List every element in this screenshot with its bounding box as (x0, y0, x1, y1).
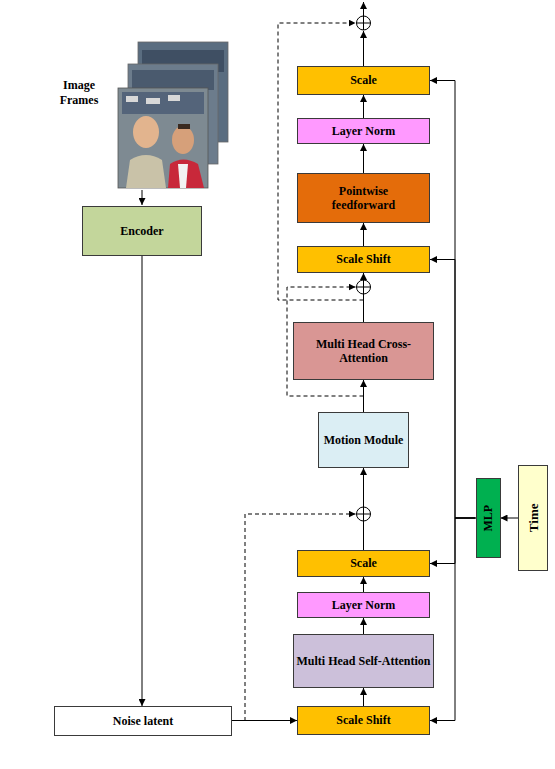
flow-connector (430, 81, 476, 519)
node-text: Scale (350, 73, 377, 87)
flow-connector (363, 688, 364, 706)
node-text: Scale (350, 556, 377, 570)
flow-connector (363, 273, 364, 322)
time-box: Time (518, 465, 548, 571)
scale-box: Scale (297, 66, 430, 95)
encoder-box: Encoder (82, 206, 202, 256)
flow-connector (142, 256, 143, 706)
flow-connector (430, 518, 476, 721)
flow-connector (363, 95, 364, 118)
image-frames-illustration (118, 42, 228, 188)
flow-connector (430, 260, 476, 519)
node-text: Multi Head Self-Attention (297, 654, 431, 668)
add-symbol (357, 507, 371, 521)
norm-box: Layer Norm (297, 118, 430, 144)
node-text: Motion Module (324, 433, 404, 447)
output-arrow (363, 2, 364, 16)
node-text: Noise latent (113, 714, 173, 728)
flow-arrow (363, 31, 364, 66)
mlp-box: MLP (476, 478, 501, 558)
node-text: Time (525, 504, 541, 533)
caption-label: Image Frames (50, 78, 108, 108)
scale-box: Scale (297, 550, 430, 577)
flow-connector (232, 720, 297, 721)
norm-box: Layer Norm (297, 592, 430, 618)
node-text: Multi Head Cross-Attention (294, 337, 433, 366)
image-arrow (142, 190, 143, 205)
flow-connector (363, 618, 364, 634)
node-text: Scale Shift (336, 252, 390, 266)
feedforward-box: Pointwise feedforward (297, 173, 430, 223)
add-symbol (357, 16, 371, 30)
attention-box: Multi Head Cross-Attention (293, 322, 434, 380)
scale-shift-box: Scale Shift (297, 706, 430, 735)
node-text: Layer Norm (332, 124, 395, 138)
add-symbol (357, 280, 371, 294)
flow-connector (363, 468, 364, 550)
scale-shift-box: Scale Shift (297, 246, 430, 273)
flow-connector (363, 223, 364, 246)
flow-connector (363, 144, 364, 173)
node-text: MLP (481, 505, 495, 532)
flow-connector (501, 518, 519, 519)
attention-box: Multi Head Self-Attention (293, 634, 434, 688)
node-text: Pointwise feedforward (322, 184, 406, 213)
flow-connector (363, 577, 364, 592)
node-text: Encoder (120, 224, 163, 238)
node-text: Scale Shift (336, 713, 390, 727)
latent-box: Noise latent (54, 706, 232, 736)
node-text: Layer Norm (332, 598, 395, 612)
flow-connector (430, 518, 476, 564)
motion-box: Motion Module (318, 412, 409, 468)
